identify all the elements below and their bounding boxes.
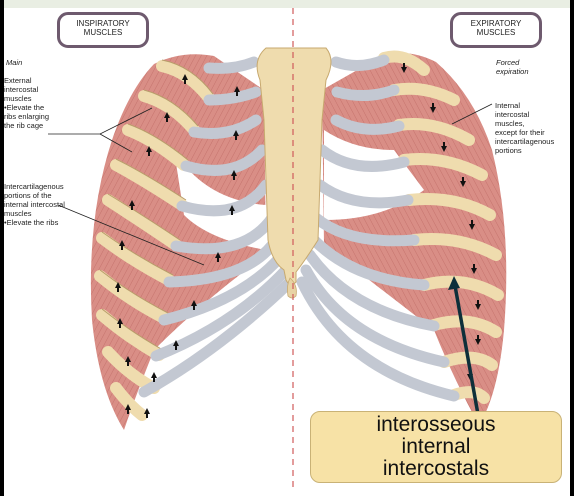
external-intercostal-label: External intercostal muscles •Elevate th… <box>4 76 50 130</box>
right-costal-cartilages <box>296 54 460 402</box>
callout-arrow-head <box>448 276 460 290</box>
leader-lines <box>48 103 493 266</box>
callout-line-3: intercostals <box>382 457 490 480</box>
main-heading: Main <box>6 58 23 67</box>
left-costal-gap <box>174 150 266 250</box>
rib-cage-diagram <box>48 8 507 492</box>
intercartilagenous-label: Intercartilagenous portions of the inter… <box>4 182 65 227</box>
left-rib-outlines <box>99 59 214 351</box>
inspiratory-muscles-box: INSPIRATORY MUSCLES <box>57 12 149 48</box>
inspiratory-arrows <box>115 74 240 418</box>
expiratory-box-line-2: MUSCLES <box>476 28 516 37</box>
callout-line-2: internal <box>401 435 471 458</box>
inspiratory-box-line-2: MUSCLES <box>83 28 123 37</box>
expiratory-box-line-1: EXPIRATORY <box>470 19 522 28</box>
callout-line-1: interosseous <box>376 413 496 436</box>
expiratory-muscles-box: EXPIRATORY MUSCLES <box>450 12 542 48</box>
left-costal-cartilages <box>138 56 296 398</box>
internal-intercostal-label: Internal intercostal muscles, except for… <box>495 101 555 155</box>
forced-expiration-heading: Forced expiration <box>496 58 529 76</box>
interosseous-callout: interosseous internal intercostals <box>310 411 562 483</box>
xiphoid-process <box>286 277 297 299</box>
callout-arrow <box>452 279 481 421</box>
slide-top-bar <box>4 0 570 8</box>
left-ribs <box>94 60 215 421</box>
slide-canvas: INSPIRATORY MUSCLES EXPIRATORY MUSCLES M… <box>4 0 570 496</box>
inspiratory-box-line-1: INSPIRATORY <box>76 19 130 28</box>
